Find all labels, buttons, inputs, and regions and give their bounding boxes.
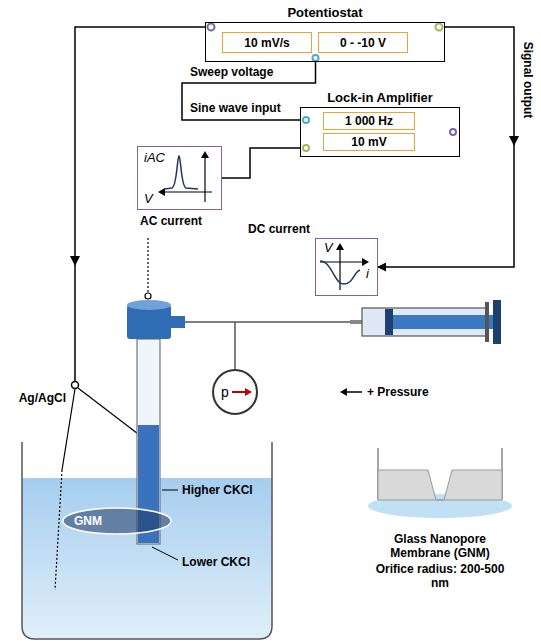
pressure-arrow-head (340, 388, 347, 396)
signal-name: Sweep voltage (190, 65, 273, 79)
working-wire (147, 238, 148, 292)
pressure-gauge (213, 370, 257, 414)
gauge-needle (232, 391, 246, 393)
plunger-thumb (493, 300, 501, 344)
terminal (313, 55, 319, 61)
axis-label: V (324, 241, 333, 255)
electrode-label: Ag/AgCl (19, 391, 66, 405)
setting-value: 10 mV (351, 135, 386, 149)
terminal (450, 129, 456, 135)
wire-connector (222, 148, 300, 178)
terminal (145, 293, 151, 299)
gnm-label: GNM (74, 514, 102, 528)
concentration-label: Higher CKCl (182, 483, 253, 497)
leader-line (152, 547, 178, 560)
instrument-title: Lock-in Amplifier (327, 91, 433, 105)
axis-label: V (144, 192, 153, 206)
axis-label: i (366, 267, 369, 281)
terminal (72, 382, 79, 389)
gnm-outline (63, 508, 171, 534)
gauge-needle-head (245, 388, 252, 396)
electrode-wire (55, 470, 62, 590)
leader-line (162, 490, 178, 491)
lock-in-box: Lock-in Amplifier1 000 Hz10 mV (300, 107, 460, 157)
pressure-label: + Pressure (367, 385, 429, 399)
plot-title: DC current (248, 222, 310, 236)
gnm-ellipse: GNM (62, 507, 172, 535)
axis-arrow (336, 243, 344, 250)
plot-axis (164, 191, 212, 192)
syringe-flange (485, 302, 489, 342)
terminal (436, 24, 443, 31)
setting-cell: 10 mV/s (222, 32, 312, 53)
terminal (303, 145, 309, 151)
reference-wire (75, 27, 205, 381)
potentiostat-box: Potentiostat10 mV/s0 - -10 V (205, 22, 445, 62)
signal-name: Sine wave input (190, 101, 281, 115)
gauge-symbol: p (221, 385, 229, 399)
inset-caption: Orifice radius: 200-500 nm (370, 562, 510, 590)
instrument-title: Potentiostat (287, 6, 362, 20)
wire-connector (182, 62, 316, 120)
dc-plot-box: Vi (315, 238, 378, 296)
terminal (208, 24, 215, 31)
holder-port (171, 316, 185, 328)
setting-cell: 10 mV (323, 133, 415, 151)
wire-connector (378, 27, 514, 267)
inset-caption: Glass Nanopore Membrane (GNM) (370, 532, 510, 560)
holder-cap-top (127, 300, 171, 310)
pressure-arrow (346, 391, 362, 393)
electrode-wire (78, 388, 146, 440)
terminal (303, 117, 309, 123)
plot-axis (339, 249, 340, 290)
setting-value: 10 mV/s (244, 36, 289, 50)
ac-peak-curve (164, 156, 198, 189)
plunger-rod (393, 315, 493, 329)
plot-axis (204, 156, 205, 202)
syringe-tip (350, 320, 362, 324)
axis-arrow (158, 188, 165, 196)
plot-title: AC current (140, 214, 202, 228)
dc-curve (320, 261, 360, 284)
axis-arrow (201, 151, 209, 158)
axis-label: iAC (144, 151, 165, 165)
setting-cell: 1 000 Hz (323, 112, 415, 130)
nanopore-membrane (378, 470, 502, 500)
ac-plot-box: iAC V (137, 146, 222, 210)
setting-value: 0 - -10 V (340, 36, 386, 50)
holder-cap (127, 305, 171, 339)
wire-arrow (70, 256, 80, 266)
pressure-line (185, 321, 350, 323)
setting-cell: 0 - -10 V (318, 32, 408, 53)
plot-axis (320, 261, 362, 262)
gauge-stem (234, 322, 236, 370)
setting-value: 1 000 Hz (345, 114, 393, 128)
axis-arrow (362, 258, 369, 266)
signal-name: Signal output (521, 42, 535, 119)
concentration-label: Lower CKCl (182, 555, 250, 569)
plunger-seal (385, 309, 393, 335)
